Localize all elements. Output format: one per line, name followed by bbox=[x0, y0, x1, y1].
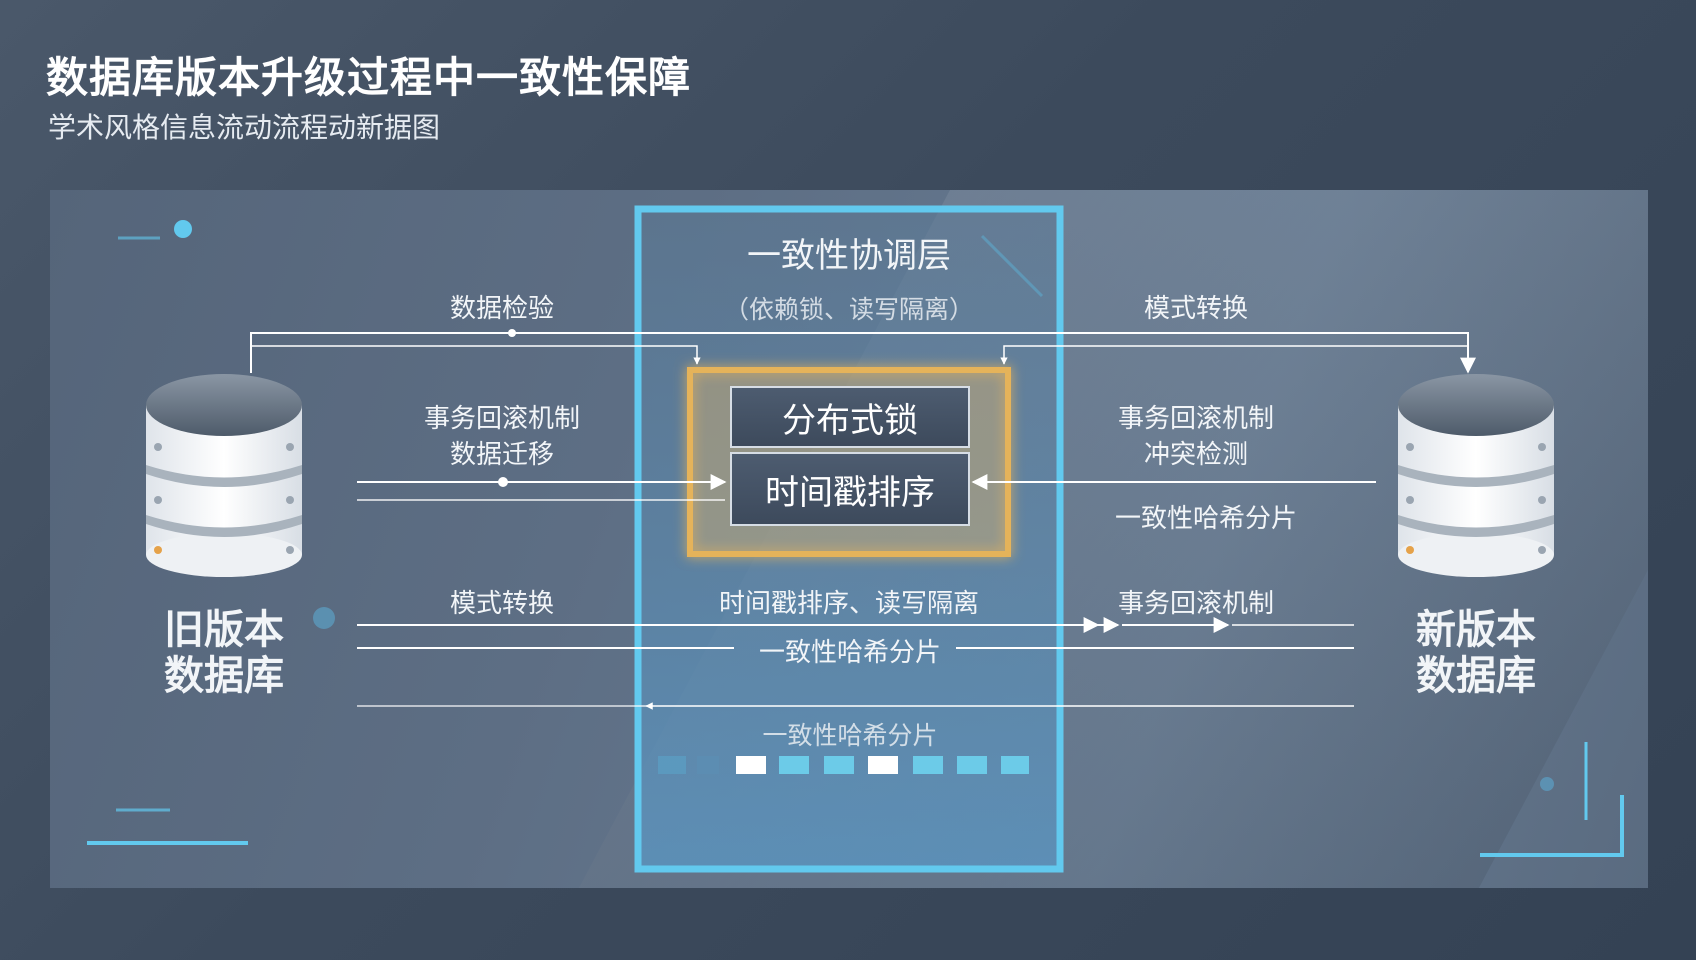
shard-cell bbox=[957, 756, 987, 774]
flow-old-to-new bbox=[250, 332, 1476, 374]
indicator-dot bbox=[286, 546, 294, 554]
label-hash-sharding-right: 一致性哈希分片 bbox=[1114, 504, 1297, 534]
label-rollback-right: 事务回滚机制 bbox=[1117, 404, 1274, 434]
label-rollback-left: 事务回滚机制 bbox=[423, 404, 580, 434]
coordination-layer-subtitle: （依赖锁、读写隔离） bbox=[723, 295, 974, 324]
cylinder-band bbox=[146, 465, 302, 487]
flow-to-layer-left bbox=[251, 345, 701, 365]
indicator-dot bbox=[1538, 546, 1546, 554]
shard-cell bbox=[824, 756, 854, 774]
old-db-label-line1: 旧版本 bbox=[164, 607, 284, 653]
new-database-icon bbox=[1398, 374, 1554, 577]
page-title: 数据库版本升级过程中一致性保障 bbox=[46, 53, 692, 102]
indicator-dot bbox=[1406, 546, 1414, 554]
indicator-dot bbox=[154, 546, 162, 554]
indicator-dot bbox=[1538, 443, 1546, 451]
shard-cell bbox=[913, 756, 943, 774]
page-subtitle: 学术风格信息流动流程动新据图 bbox=[48, 111, 441, 144]
new-db-label-line2: 数据库 bbox=[1416, 653, 1536, 699]
accent-dot bbox=[313, 607, 335, 629]
label-rollback-lower: 事务回滚机制 bbox=[1117, 589, 1274, 619]
shard-cells bbox=[658, 756, 1029, 774]
label-data-validation: 数据检验 bbox=[449, 294, 554, 324]
label-ordering-isolation: 时间戳排序、读写隔离 bbox=[718, 589, 979, 619]
cylinder-base bbox=[146, 533, 302, 577]
shard-cell bbox=[697, 756, 719, 774]
cylinder-top bbox=[146, 374, 302, 436]
decorative-accents bbox=[87, 220, 1624, 857]
indicator-dot bbox=[1406, 443, 1414, 451]
label-schema-conversion-right: 模式转换 bbox=[1143, 294, 1248, 324]
cylinder-band bbox=[1398, 465, 1554, 487]
distributed-lock-box: 分布式锁 bbox=[730, 386, 970, 448]
corner-bracket bbox=[1480, 795, 1624, 857]
old-database-icon bbox=[146, 374, 302, 577]
old-db-label-line2: 数据库 bbox=[164, 653, 284, 699]
indicator-dot bbox=[286, 443, 294, 451]
label-data-migration: 数据迁移 bbox=[449, 440, 554, 470]
flow-to-layer-right bbox=[1000, 345, 1468, 365]
indicator-dot bbox=[1538, 496, 1546, 504]
indicator-dot bbox=[286, 496, 294, 504]
cylinder-band bbox=[146, 515, 302, 537]
shard-cell bbox=[1001, 756, 1029, 774]
cylinder-top bbox=[1398, 374, 1554, 436]
accent-dot bbox=[174, 220, 192, 238]
junction-dot bbox=[498, 477, 508, 487]
new-db-label-line1: 新版本 bbox=[1416, 607, 1536, 653]
coordination-layer-title: 一致性协调层 bbox=[747, 236, 951, 276]
shard-cell bbox=[736, 756, 766, 774]
indicator-dot bbox=[1406, 496, 1414, 504]
shard-cell bbox=[868, 756, 898, 774]
label-schema-conversion-left: 模式转换 bbox=[449, 589, 554, 619]
timestamp-ordering-box: 时间戳排序 bbox=[730, 452, 970, 526]
indicator-dot bbox=[154, 496, 162, 504]
junction-dot bbox=[508, 329, 516, 337]
label-conflict-detection: 冲突检测 bbox=[1143, 440, 1248, 470]
indicator-dot bbox=[154, 443, 162, 451]
accent-dot bbox=[1540, 777, 1554, 791]
label-hash-sharding-center: 一致性哈希分片 bbox=[758, 638, 941, 668]
shard-cell bbox=[779, 756, 809, 774]
connections bbox=[250, 329, 1476, 710]
cylinder-band bbox=[1398, 515, 1554, 537]
shard-label: 一致性哈希分片 bbox=[762, 721, 938, 750]
shard-cell bbox=[658, 756, 686, 774]
cylinder-base bbox=[1398, 533, 1554, 577]
